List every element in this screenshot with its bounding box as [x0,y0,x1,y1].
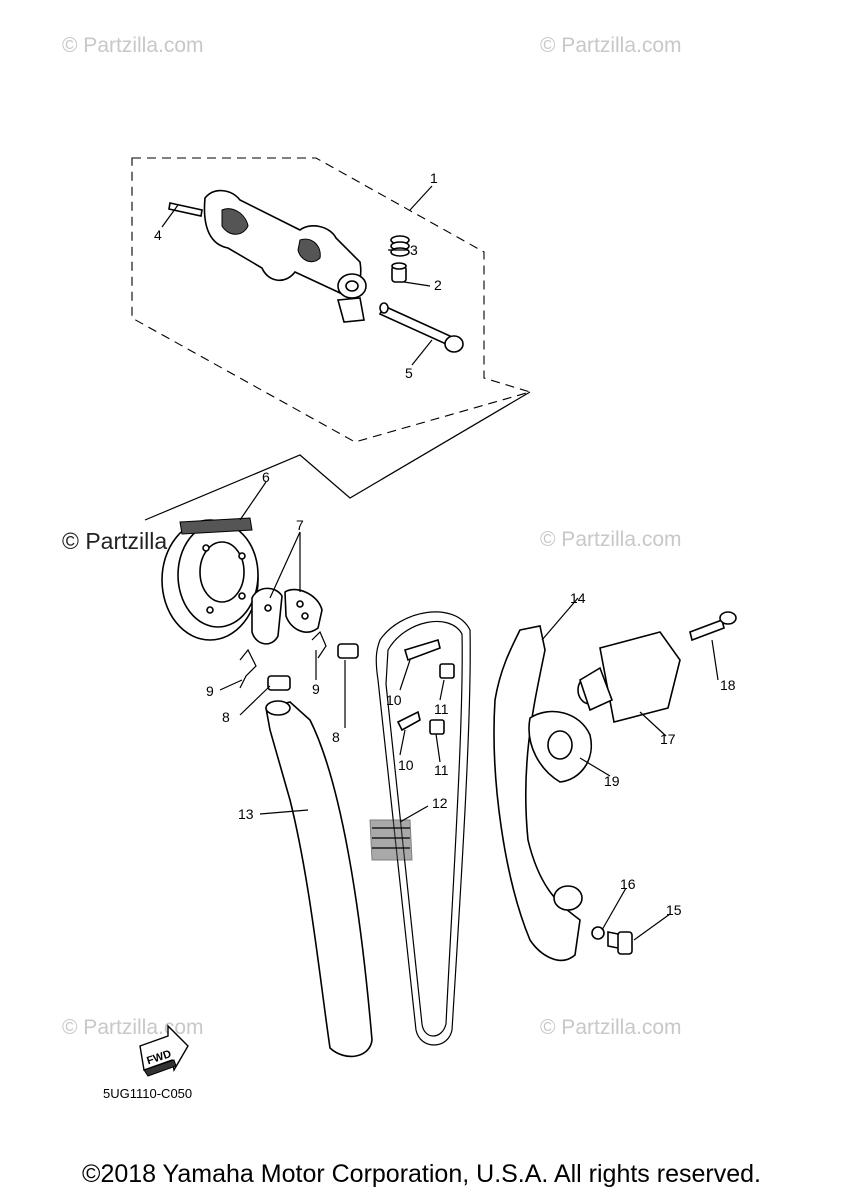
watermark-top-right: © Partzilla.com [540,34,682,57]
chain-guide-rear [265,700,373,1058]
callout-4: 4 [154,227,162,243]
spring [390,235,410,257]
chain-guide-tensioner [493,625,583,962]
tensioner-bolt [689,611,737,642]
pin [168,202,203,217]
callout-8a: 8 [222,709,230,725]
chain-tensioner [577,631,681,723]
camshaft [203,189,367,323]
callout-8b: 8 [332,729,340,745]
fwd-arrow-icon: FWD [139,1024,189,1077]
decompression-shaft [378,302,464,353]
springs [239,630,327,689]
callout-7: 7 [296,517,304,533]
watermark-mid-right: © Partzilla.com [540,528,682,551]
watermark-top-left: © Partzilla.com [62,34,204,57]
callout-2: 2 [434,277,442,293]
callout-9a: 9 [206,683,214,699]
tensioner-gasket [528,710,593,783]
callout-1: 1 [430,170,438,186]
callout-13: 13 [238,806,254,822]
callout-15: 15 [666,902,682,918]
callout-14: 14 [570,590,586,606]
cam-sprocket [161,517,259,641]
assembly-link-lines [144,391,531,521]
callout-11a: 11 [434,701,449,717]
callout-16: 16 [620,876,636,892]
callout-18: 18 [720,677,736,693]
callout-17: 17 [660,731,676,747]
callout-5: 5 [405,365,413,381]
callout-11b: 11 [434,762,449,778]
copyright-notice: ©2018 Yamaha Motor Corporation, U.S.A. A… [82,1160,761,1188]
callout-10a: 10 [386,692,402,708]
callout-9b: 9 [312,681,320,697]
assembly-boundary-camshaft [131,157,532,443]
plunger [391,262,407,283]
bolts-8 [267,643,359,691]
leader-lines [161,185,719,941]
washer-and-bolt [591,926,633,955]
callout-6: 6 [262,469,270,485]
callout-10b: 10 [398,757,414,773]
watermark-bottom-right: © Partzilla.com [540,1016,682,1039]
callout-19: 19 [604,773,620,789]
part-code: 5UG1110-C050 [103,1086,193,1101]
callout-12: 12 [432,795,448,811]
guide-plates [396,638,455,735]
decompressor-plates [251,587,323,645]
callout-3: 3 [410,242,418,258]
cam-chain [369,611,471,1046]
